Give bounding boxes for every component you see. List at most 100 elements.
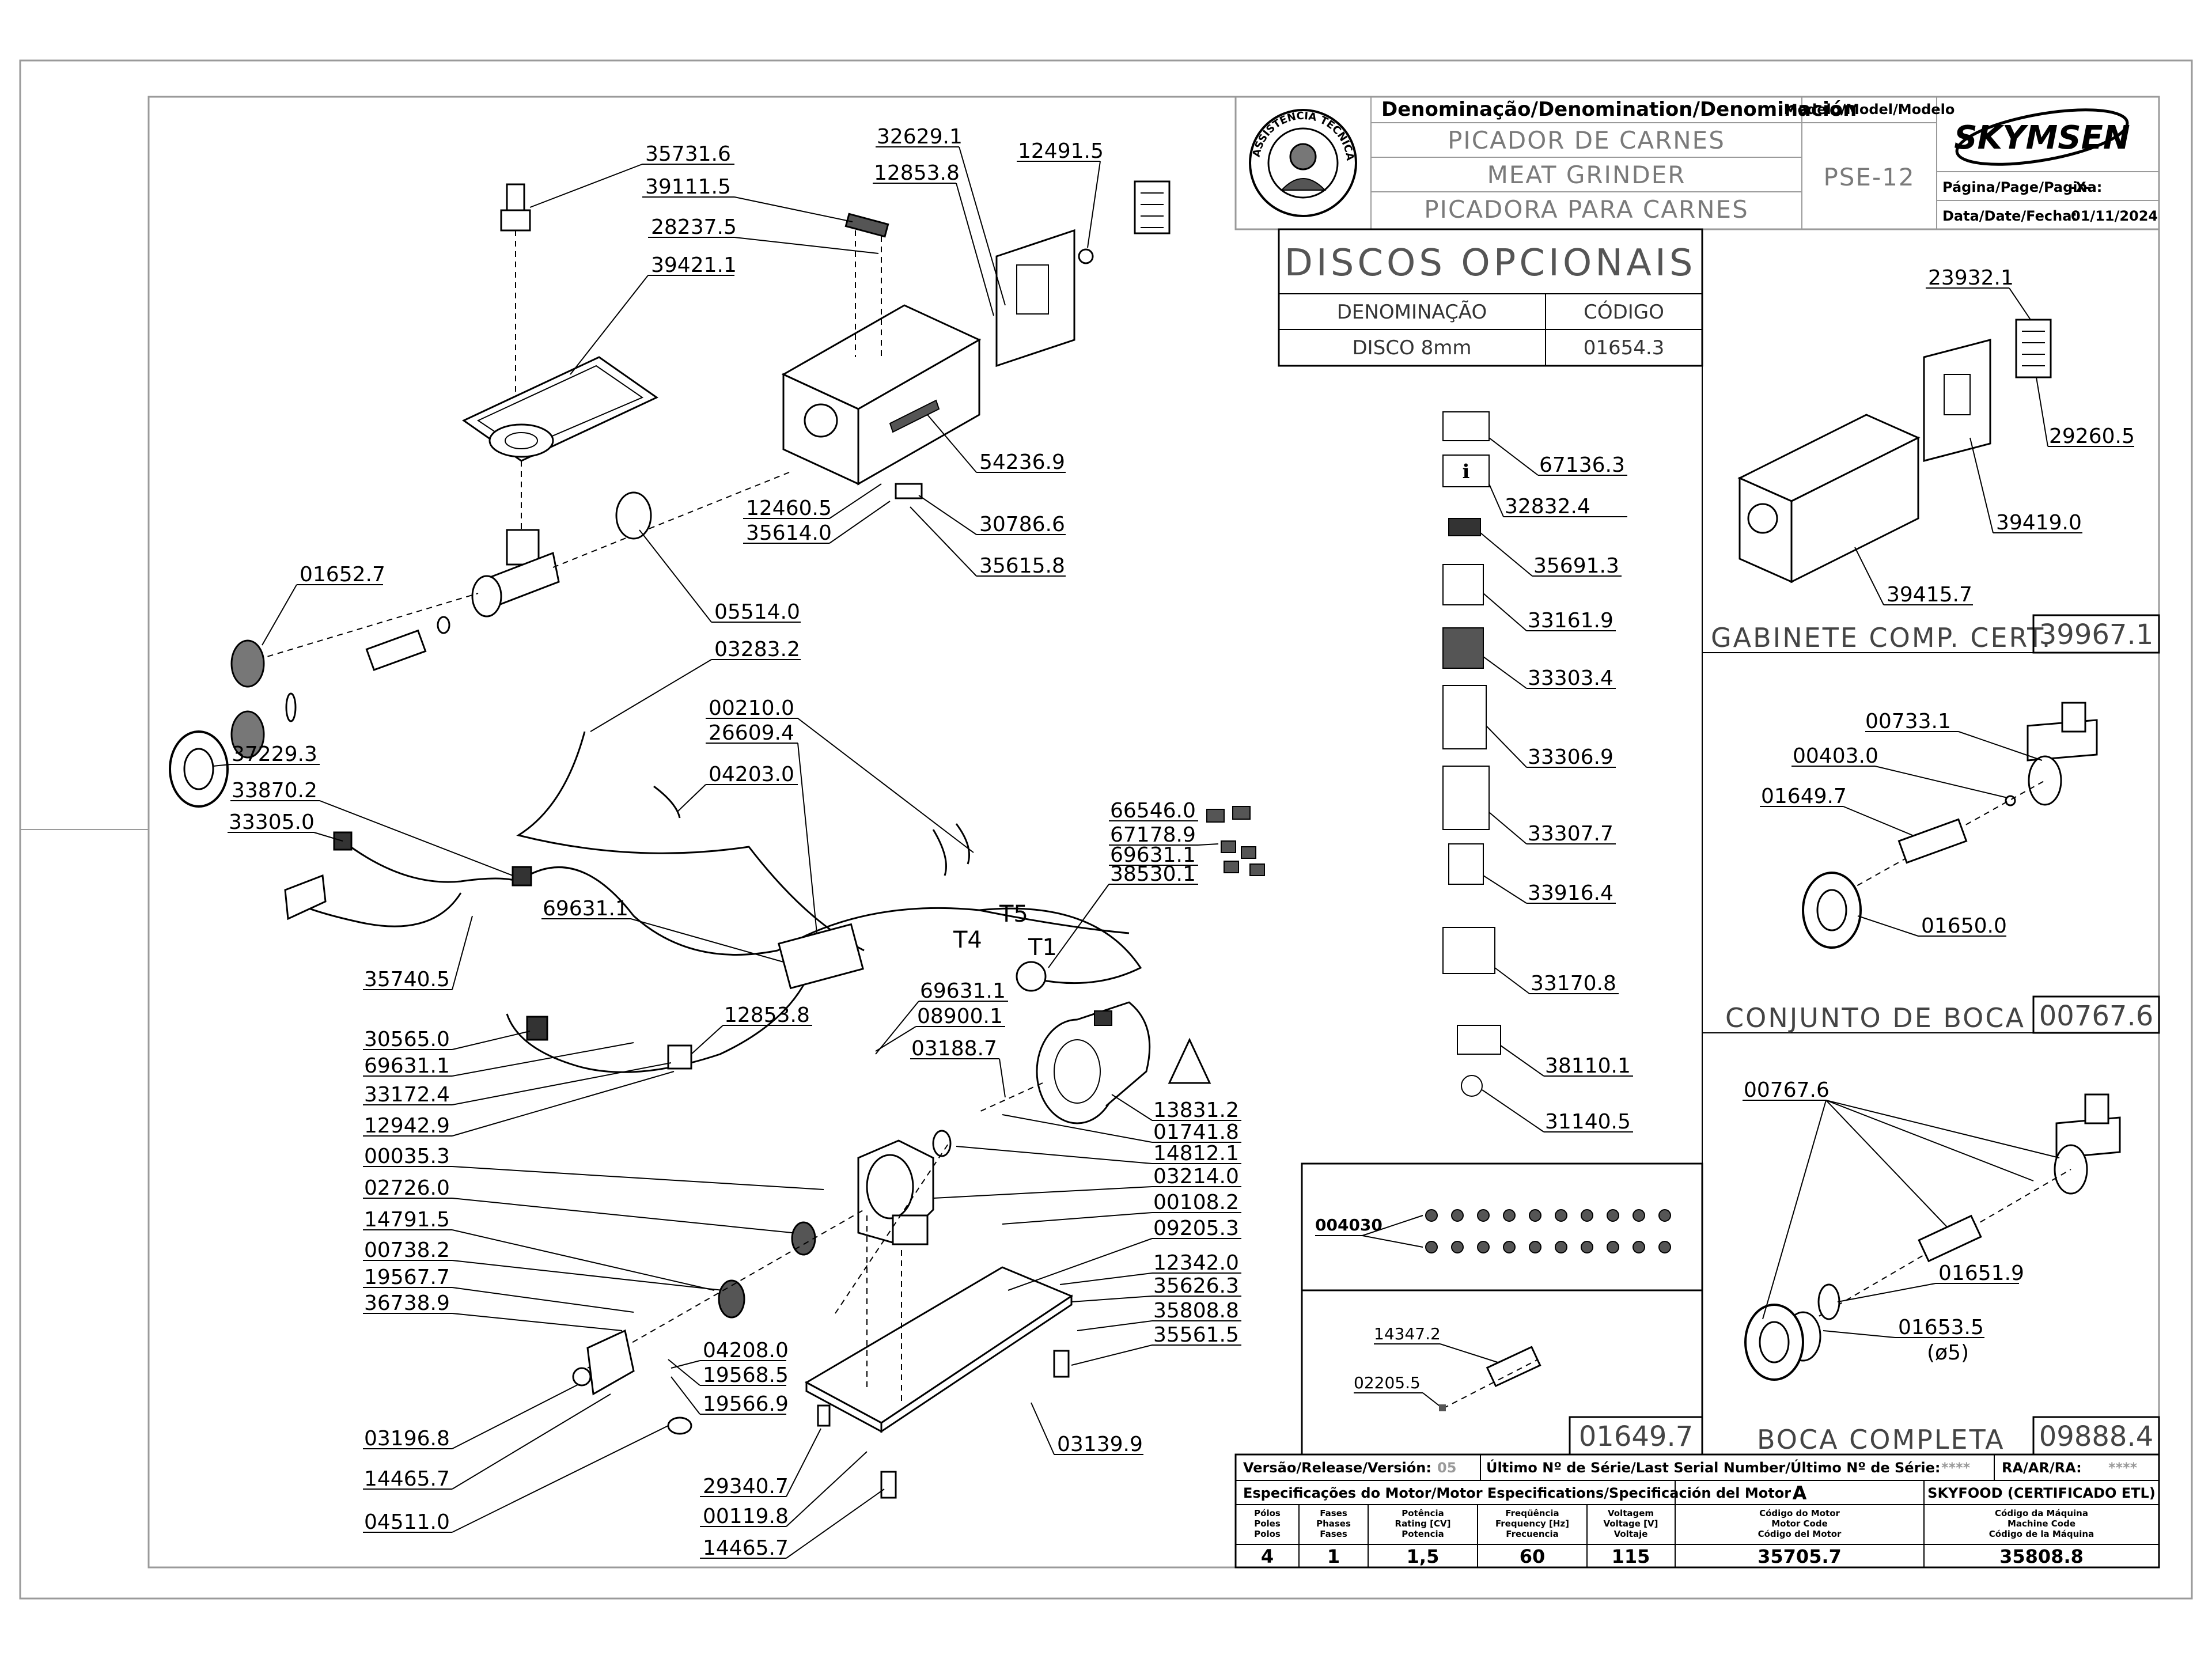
worm-box: 14347.2 02205.5 01649.7 [1301,1289,1703,1456]
pn-04511-0: 04511.0 [364,1510,450,1534]
pn-04203-0: 04203.0 [709,763,794,786]
pn-35626-3: 35626.3 [1153,1274,1239,1298]
disc-row-name: DISCO 8mm [1353,336,1472,359]
pn-12491-5: 12491.5 [1018,139,1104,163]
serial-label: Último Nº de Série/Last Serial Number/Úl… [1486,1459,1941,1476]
hdr-volt-pt: Voltagem [1608,1508,1654,1518]
pn-02205-5: 02205.5 [1354,1373,1421,1392]
pn-33870-2: 33870.2 [232,779,317,802]
hdr-power-en: Rating [CV] [1395,1518,1451,1529]
motor-base-assembly: 69631.1 08900.1 03188.7 13831.2 01741.8 … [541,799,1241,1560]
svg-text:i: i [1463,460,1470,483]
pn-36738-9: 36738.9 [364,1291,450,1315]
pn-38110-1: 38110.1 [1545,1054,1631,1078]
val-machine-code: 35808.8 [1999,1546,2084,1567]
pn-01653-5: 01653.5 [1898,1316,1984,1339]
pn-67136-3: 67136.3 [1539,453,1625,477]
pn-33306-9: 33306.9 [1528,745,1613,769]
val-phases: 1 [1327,1546,1340,1567]
pn-26609-4: 26609.4 [709,721,794,745]
pn-39111-5: 39111.5 [645,175,731,199]
pn-12853-8-mid: 12853.8 [724,1003,810,1027]
screw-kit-box: 004030 [1301,1162,1703,1291]
pn-01649-7-mouth: 01649.7 [1761,785,1847,808]
pn-69631-1-d: 69631.1 [543,897,628,921]
pn-14812-1: 14812.1 [1153,1142,1239,1165]
drawing-border [147,96,2160,1569]
pn-39421-1: 39421.1 [651,253,737,277]
discs-col-code: CÓDIGO [1584,300,1664,324]
discs-col-name: DENOMINAÇÃO [1337,301,1487,324]
pn-32832-4: 32832.4 [1505,495,1590,518]
mouth-set-label: CONJUNTO DE BOCA [1725,1002,2025,1033]
terminal-t5: T5 [999,901,1028,927]
pn-35561-5: 35561.5 [1153,1323,1239,1347]
pn-35691-3: 35691.3 [1533,554,1619,578]
version-label: Versão/Release/Versión: [1243,1460,1431,1476]
seal-text: ASSISTÊNCIA TÉCNICA AUTORIZADA [0,0,1356,165]
pn-01650-0: 01650.0 [1921,914,2007,938]
hdr-motor-code-en: Motor Code [1771,1518,1828,1529]
revision: A [1793,1482,1807,1504]
val-voltage: 115 [1612,1546,1650,1567]
pn-19568-5: 19568.5 [703,1363,789,1387]
pn-67178-9: 67178.9 [1110,823,1196,847]
val-frequency: 60 [1520,1546,1546,1567]
pn-12853-8-top: 12853.8 [874,161,960,185]
pn-14791-5: 14791.5 [364,1208,450,1232]
cabinet-label: GABINETE COMP. CERT. [1711,622,2052,653]
pn-00403-0: 00403.0 [1793,744,1878,768]
pn-00733-1: 00733.1 [1865,710,1951,733]
pn-39415-7: 39415.7 [1887,583,1972,607]
pn-35731-6: 35731.6 [645,142,731,166]
model-code: PSE-12 [1823,163,1915,191]
hdr-freq-es: Frecuencia [1506,1529,1558,1539]
pn-00767-6: 00767.6 [1744,1078,1830,1102]
optional-discs-table: DISCOS OPCIONAIS DENOMINAÇÃO CÓDIGO DISC… [1278,228,1703,367]
hdr-freq-pt: Freqüência [1505,1508,1559,1518]
pn-01741-8: 01741.8 [1153,1120,1239,1144]
page-value: -X- [2071,179,2091,195]
pn-12460-5: 12460.5 [746,497,832,520]
hdr-power-pt: Potência [1402,1508,1444,1518]
pn-00108-2: 00108.2 [1153,1191,1239,1214]
svg-text:ASSISTÊNCIA TÉCNICA AUTORIZADA: ASSISTÊNCIA TÉCNICA AUTORIZADA [0,0,1356,165]
pn-09205-3: 09205.3 [1153,1217,1239,1240]
outer-border [19,59,2193,1600]
footer-table: Versão/Release/Versión: 05 Último Nº de … [1234,1453,2160,1569]
hdr-volt-es: Voltaje [1614,1529,1648,1539]
pn-35614-0: 35614.0 [746,521,832,545]
discs-title: DISCOS OPCIONAIS [1285,242,1696,285]
mouth-set-section: 00733.1 00403.0 01649.7 01650.0 CONJUNTO… [1725,702,2160,1034]
motor-spec-label: Especificações do Motor/Motor Especifica… [1243,1485,1791,1501]
worm-code: 01649.7 [1579,1421,1694,1453]
pn-30565-0: 30565.0 [364,1028,450,1051]
terminal-t1: T1 [1028,934,1057,961]
machine-name: SKYFOOD (CERTIFICADO ETL) [1927,1485,2156,1501]
title-block: ASSISTÊNCIA TÉCNICA AUTORIZADA Denominaç… [0,0,2160,230]
complete-mouth-code: 09888.4 [2039,1421,2154,1453]
pn-00035-3: 00035.3 [364,1145,450,1168]
pn-35615-8: 35615.8 [979,554,1065,578]
hdr-phases-pt: Fases [1320,1508,1347,1518]
val-poles: 4 [1261,1546,1274,1567]
pn-01652-7: 01652.7 [300,563,385,586]
cabinet-box-right [1737,414,1921,584]
pn-66546-0: 66546.0 [1110,799,1196,823]
hdr-motor-code-pt: Código do Motor [1759,1508,1840,1518]
pn-14347-2: 14347.2 [1374,1324,1441,1343]
name-en: MEAT GRINDER [1487,161,1686,189]
pn-38530-1: 38530.1 [1110,862,1196,886]
ra-value: **** [2108,1460,2138,1476]
pn-33303-4: 33303.4 [1528,666,1613,690]
wiring-assembly: T5 T4 T1 01652.7 37229.3 33870.2 33305.0… [213,563,1265,1534]
pn-31140-5: 31140.5 [1545,1110,1631,1134]
pn-35808-8-part: 35808.8 [1153,1299,1239,1323]
pn-03139-9: 03139.9 [1057,1433,1143,1456]
pn-33170-8: 33170.8 [1531,972,1616,995]
hdr-motor-code-es: Código del Motor [1758,1529,1842,1539]
pn-04208-0: 04208.0 [703,1339,789,1362]
pn-12342-0: 12342.0 [1153,1251,1239,1275]
cabinet-section: 23932.1 29260.5 39419.0 39415.7 GABINETE… [1711,266,2160,654]
